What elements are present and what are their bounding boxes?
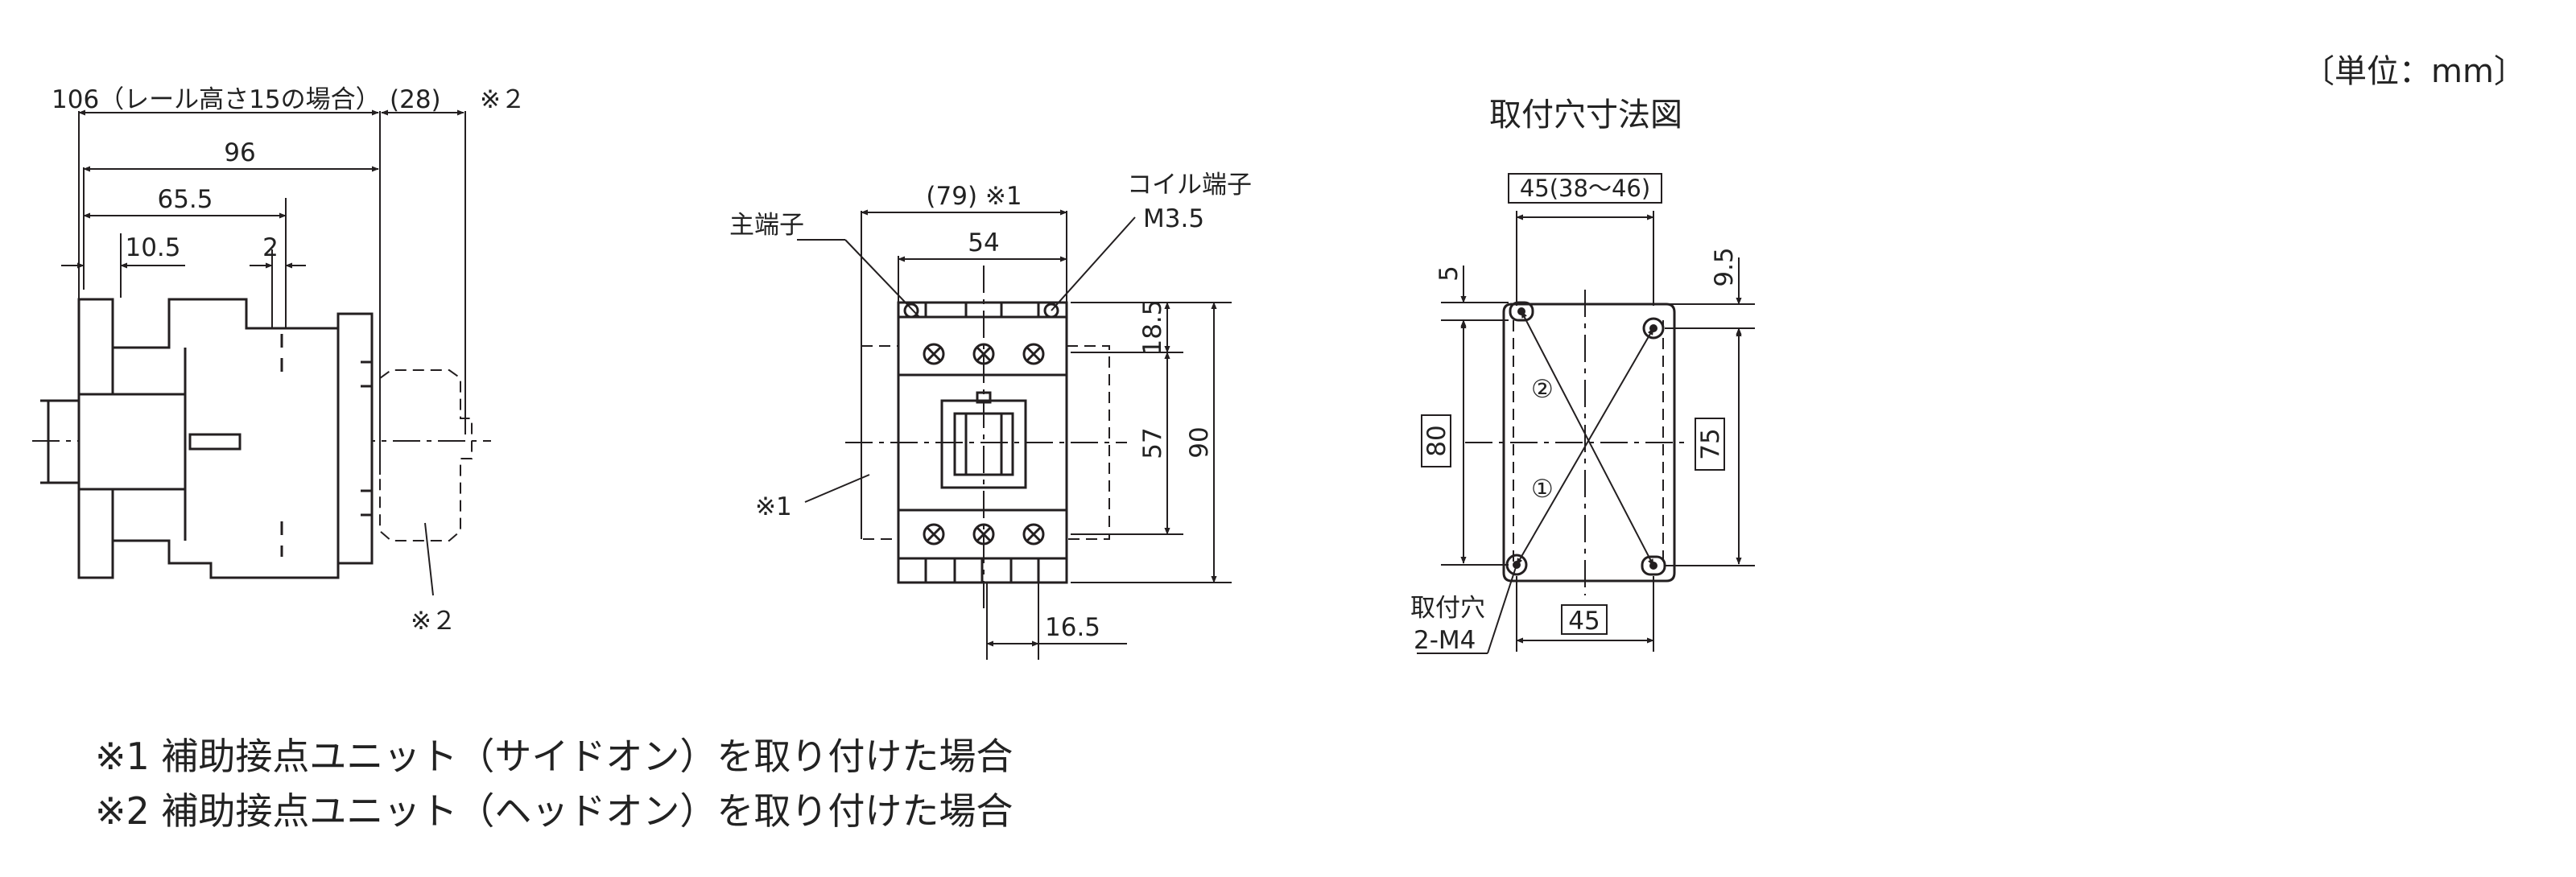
- callout-head-on: ※２: [411, 607, 456, 636]
- front-view: (79) ※1 54 18.5 57 90 16.5: [729, 171, 1252, 660]
- dim-18-5: 18.5: [1138, 299, 1167, 355]
- label-coil-screw: M3.5: [1143, 204, 1204, 233]
- dim-106: 106（レール高さ15の場合）: [52, 85, 381, 114]
- callout-side-on: ※1: [755, 492, 792, 521]
- dim-65-5: 65.5: [157, 185, 213, 214]
- dim-5: 5: [1435, 266, 1463, 282]
- dim-top-box: [1508, 173, 1662, 204]
- dim-bottom: 45: [1568, 607, 1600, 636]
- label-main-terminal: 主端子: [729, 211, 804, 240]
- dim-bottom-box: [1561, 604, 1608, 635]
- dim-top: 45(38〜46): [1520, 175, 1650, 202]
- dim-80-box: [1421, 414, 1451, 467]
- marker-2: ②: [1531, 375, 1554, 404]
- dim-96: 96: [224, 138, 255, 167]
- note-2: ※2 補助接点ユニット（ヘッドオン）を取り付けた場合: [95, 789, 1013, 833]
- dim-16-5: 16.5: [1045, 613, 1100, 642]
- hole-label-2: 2-M4: [1414, 626, 1476, 655]
- dim-90: 90: [1185, 426, 1214, 458]
- label-coil-terminal: コイル端子: [1127, 171, 1252, 200]
- marker-1: ①: [1531, 475, 1554, 504]
- mount-title: 取付穴寸法図: [1489, 97, 1682, 134]
- dim-9-5: 9.5: [1710, 247, 1739, 286]
- dim-80: 80: [1422, 425, 1451, 456]
- dim-28: (28): [390, 85, 441, 114]
- dim-57: 57: [1138, 427, 1167, 459]
- dim-75-box: [1695, 418, 1725, 471]
- side-view: 106（レール高さ15の場合） (28) ※２ 96 65.5 10.5 2 ※…: [32, 85, 526, 636]
- unit-label: 〔単位：mm〕: [2302, 53, 2526, 90]
- dim-10-5: 10.5: [125, 233, 180, 262]
- dim-79: (79) ※1: [926, 182, 1022, 211]
- dim-54: 54: [968, 229, 999, 257]
- dim-75: 75: [1696, 428, 1725, 459]
- mounting-view: 取付穴寸法図 45(38〜46) ② ①: [1410, 97, 1755, 655]
- note-1: ※1 補助接点ユニット（サイドオン）を取り付けた場合: [95, 735, 1013, 778]
- hole-label-1: 取付穴: [1410, 594, 1485, 623]
- dim-2: 2: [262, 233, 279, 262]
- dim-28-note: ※２: [480, 85, 526, 114]
